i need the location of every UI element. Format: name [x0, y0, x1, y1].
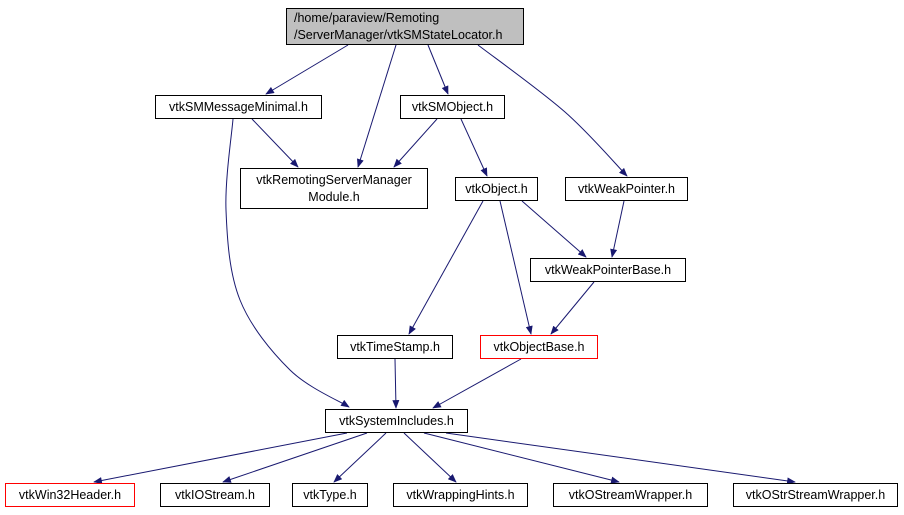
- node-vtkOStreamWrapper[interactable]: vtkOStreamWrapper.h: [553, 483, 708, 507]
- node-vtkSMObject[interactable]: vtkSMObject.h: [400, 95, 505, 119]
- node-vtkIOStream[interactable]: vtkIOStream.h: [160, 483, 270, 507]
- node-vtkWeakPointer[interactable]: vtkWeakPointer.h: [565, 177, 688, 201]
- edge-vtkTimeStamp-to-vtkSystemIncludes: [392, 358, 400, 409]
- edge-root-to-vtkWeakPointer: [477, 44, 628, 177]
- edge-vtkObject-to-vtkTimeStamp: [408, 200, 484, 335]
- edge-vtkWeakPointer-to-vtkWeakPointerBase: [610, 200, 625, 258]
- node-vtkOStrStreamWrapper[interactable]: vtkOStrStreamWrapper.h: [733, 483, 898, 507]
- edge-vtkSystemIncludes-to-vtkOStrStreamWrapper: [445, 432, 796, 485]
- edge-vtkSystemIncludes-to-vtkIOStream: [222, 432, 368, 483]
- edge-root-to-vtkSMMessageMinimal: [265, 44, 349, 95]
- edge-root-to-vtkRemotingServerManagerModule: [357, 44, 397, 168]
- edge-root-to-vtkSMObject: [427, 44, 449, 95]
- edge-vtkObjectBase-to-vtkSystemIncludes: [432, 358, 522, 409]
- edge-vtkObject-to-vtkObjectBase: [499, 200, 533, 335]
- edge-vtkSystemIncludes-to-vtkWrappingHints: [403, 432, 457, 483]
- edge-vtkSMObject-to-vtkRemotingServerManagerModule: [393, 118, 438, 168]
- node-vtkObjectBase[interactable]: vtkObjectBase.h: [480, 335, 598, 359]
- node-vtkSystemIncludes[interactable]: vtkSystemIncludes.h: [325, 409, 468, 433]
- edge-vtkSystemIncludes-to-vtkWin32Header: [93, 432, 348, 484]
- node-vtkType[interactable]: vtkType.h: [292, 483, 368, 507]
- node-vtkTimeStamp[interactable]: vtkTimeStamp.h: [337, 335, 453, 359]
- edge-vtkWeakPointerBase-to-vtkObjectBase: [550, 281, 595, 335]
- node-vtkWin32Header[interactable]: vtkWin32Header.h: [5, 483, 135, 507]
- edge-vtkSMObject-to-vtkObject: [460, 118, 488, 177]
- node-root: /home/paraview/Remoting /ServerManager/v…: [286, 8, 524, 45]
- node-vtkRemotingServerManagerModule[interactable]: vtkRemotingServerManager Module.h: [240, 168, 428, 209]
- edge-vtkSystemIncludes-to-vtkOStreamWrapper: [423, 432, 620, 484]
- edge-vtkSystemIncludes-to-vtkType: [333, 432, 387, 483]
- edge-vtkSMMessageMinimal-to-vtkRemotingServerManagerModule: [251, 118, 299, 168]
- edge-vtkSMMessageMinimal-to-vtkSystemIncludes: [225, 118, 350, 408]
- node-vtkObject[interactable]: vtkObject.h: [455, 177, 538, 201]
- node-vtkWeakPointerBase[interactable]: vtkWeakPointerBase.h: [530, 258, 686, 282]
- edge-vtkObject-to-vtkWeakPointerBase: [521, 200, 587, 258]
- node-vtkSMMessageMinimal[interactable]: vtkSMMessageMinimal.h: [155, 95, 322, 119]
- node-vtkWrappingHints[interactable]: vtkWrappingHints.h: [393, 483, 528, 507]
